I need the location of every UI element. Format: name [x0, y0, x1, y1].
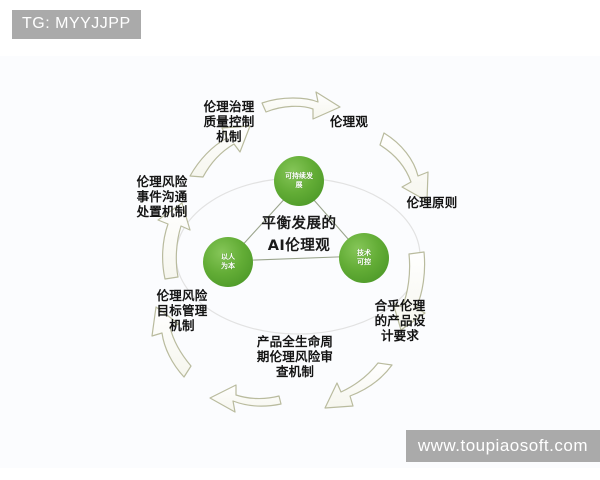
slide-canvas: 可持续发 展 以人 为本 技术 可控 平衡发展的 AI伦理观 伦理治理 质量控制… — [0, 56, 600, 468]
ring-label-risk-communication: 伦理风险 事件沟通 处置机制 — [136, 174, 188, 219]
ring-label-ethics-principles: 伦理原则 — [406, 195, 458, 210]
arrow-right — [392, 251, 426, 331]
arrow-bottom-left — [151, 306, 192, 378]
ring-label-ethics-governance: 伦理治理 质量控制 机制 — [203, 99, 255, 144]
ring-label-lifecycle-review: 产品全生命周 期伦理风险审 查机制 — [256, 334, 334, 379]
cycle-diagram — [151, 91, 429, 413]
arrow-top-right — [379, 132, 429, 202]
node-left-label: 以人 为本 — [221, 253, 235, 270]
node-left-circle[interactable] — [203, 237, 253, 287]
arrow-bottom — [209, 384, 282, 413]
ring-label-risk-target-mgmt: 伦理风险 目标管理 机制 — [156, 288, 208, 333]
watermark-bottom-right: www.toupiaosoft.com — [405, 430, 600, 462]
arrow-bottom-right — [324, 362, 393, 409]
arrow-top-left — [189, 125, 251, 178]
center-title: 平衡发展的 AI伦理观 — [261, 216, 337, 254]
ring-label-ethics-view: 伦理观 — [329, 114, 369, 129]
ring-label-product-design: 合乎伦理 的产品设 计要求 — [374, 298, 426, 343]
node-top-circle[interactable] — [274, 156, 324, 206]
node-right-circle[interactable] — [339, 233, 389, 283]
arrow-top — [261, 91, 341, 120]
node-right-label: 技术 可控 — [357, 249, 371, 266]
node-top-label: 可持续发 展 — [285, 172, 313, 189]
arrow-left — [157, 202, 191, 280]
watermark-top-left: TG: MYYJJPP — [12, 10, 141, 39]
